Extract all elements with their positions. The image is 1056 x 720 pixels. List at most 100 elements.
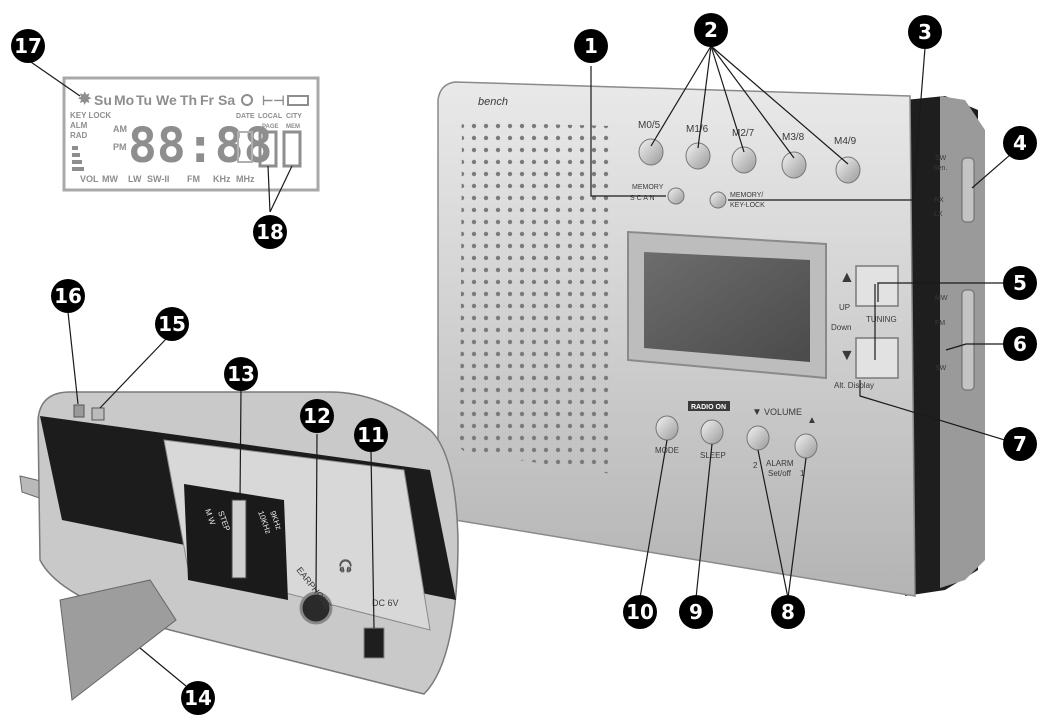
tuning-up-button[interactable] bbox=[855, 265, 899, 307]
lcd-bed-icon: ⊢⊣ bbox=[262, 93, 285, 108]
callout-9: 9 bbox=[689, 600, 703, 624]
band-selector-switch[interactable] bbox=[961, 289, 975, 391]
alarm-label: Set/off bbox=[768, 469, 792, 478]
memory-button-m2[interactable] bbox=[731, 146, 757, 174]
side-indicator-15 bbox=[91, 407, 105, 421]
display-screen bbox=[644, 252, 810, 362]
memory-button-m4[interactable] bbox=[835, 156, 861, 184]
tuning-up-arrow-icon: ▲ bbox=[839, 269, 855, 286]
earphone-jack[interactable] bbox=[299, 591, 333, 625]
lcd-vol-bar bbox=[72, 167, 84, 171]
mode-label: MODE bbox=[655, 446, 679, 455]
lcd-vol-bar bbox=[72, 153, 80, 157]
dc-power-jack[interactable] bbox=[363, 627, 385, 659]
band-step-switch[interactable] bbox=[231, 499, 247, 579]
kickstand[interactable] bbox=[59, 579, 177, 701]
callout-6: 6 bbox=[1013, 332, 1027, 356]
side-led-16 bbox=[73, 404, 85, 418]
side-panel bbox=[163, 439, 431, 631]
tuning-down-label: Down bbox=[831, 323, 851, 332]
band-label-sw: SW bbox=[935, 365, 947, 372]
memory-button-m0[interactable] bbox=[638, 138, 664, 166]
alt-display-label: Alt. Display bbox=[834, 381, 874, 390]
memory-button-label: M0/5 bbox=[638, 120, 661, 131]
band-label-mw: MW bbox=[935, 295, 948, 302]
sensitivity-switch[interactable] bbox=[961, 157, 975, 223]
callout-2: 2 bbox=[704, 18, 718, 42]
memory-button-label: M1/6 bbox=[686, 124, 709, 135]
mode-button[interactable] bbox=[655, 415, 679, 441]
callout-12: 12 bbox=[303, 404, 331, 428]
memory-scan-label: MEMORY bbox=[632, 184, 664, 191]
callout-1: 1 bbox=[584, 34, 598, 58]
lcd-page: PAGE bbox=[262, 124, 279, 130]
lcd-fm: FM bbox=[187, 174, 200, 184]
lcd-frame bbox=[62, 76, 320, 192]
memory-keylock-label: KEY-LOCK bbox=[730, 202, 765, 209]
alarm-num-2: 2 bbox=[753, 461, 758, 470]
lcd-time-digits: 88:88 bbox=[128, 118, 273, 174]
dc-label: DC 6V bbox=[372, 598, 399, 608]
tuning-down-button[interactable] bbox=[855, 337, 899, 379]
memory-button-label: M2/7 bbox=[732, 128, 755, 139]
memory-button-m3[interactable] bbox=[781, 151, 807, 179]
lcd-vol-bar bbox=[72, 160, 82, 164]
speaker-grille bbox=[460, 122, 612, 474]
memory-keylock-button[interactable] bbox=[709, 191, 727, 209]
callout-5: 5 bbox=[1013, 271, 1027, 295]
sleep-button[interactable] bbox=[700, 419, 724, 445]
callout-10: 10 bbox=[626, 600, 654, 624]
memory-scan-button[interactable] bbox=[667, 187, 685, 205]
lcd-day-th: Th bbox=[180, 92, 197, 108]
tuning-down-arrow-icon: ▼ bbox=[839, 347, 855, 364]
memory-keylock-label: MEMORY/ bbox=[730, 192, 763, 199]
lcd-diagram: ✸ Su Mo Tu We Th Fr Sa ⊢⊣ KEY LOCK ALM R… bbox=[62, 76, 320, 192]
lcd-am: AM bbox=[113, 124, 127, 134]
callout-7: 7 bbox=[1013, 432, 1027, 456]
lx-label: LX bbox=[934, 211, 943, 218]
lcd-clock-icon bbox=[241, 94, 253, 106]
lcd-battery-icon bbox=[287, 95, 309, 106]
radio-front-view: bench M0/5 M1/6 M2/7 M3/8 M4/9 MEMORY S … bbox=[437, 81, 985, 597]
callout-13: 13 bbox=[227, 362, 255, 386]
radio-side-view: M W STEP 10KHz 9KHz 🎧 EARPHONE DC 6V bbox=[19, 391, 459, 701]
lcd-alm: ALM bbox=[70, 121, 88, 130]
alarm-num-1: 1 bbox=[800, 469, 805, 478]
lcd-local: LOCAL bbox=[258, 113, 283, 120]
band-label-fm: FM bbox=[935, 320, 945, 327]
lcd-day-sa: Sa bbox=[218, 92, 235, 108]
volume-up-arrow-icon: ▲ bbox=[807, 415, 817, 426]
callout-15: 15 bbox=[158, 312, 186, 336]
brand-logo: bench bbox=[478, 96, 508, 108]
volume-label: VOLUME bbox=[764, 407, 802, 417]
lcd-day-fr: Fr bbox=[200, 92, 215, 108]
lcd-mem: MEM bbox=[286, 124, 300, 130]
tuning-up-label: UP bbox=[839, 303, 850, 312]
radio-on-badge bbox=[688, 401, 730, 411]
lcd-vol-bar bbox=[72, 146, 78, 150]
callout-11: 11 bbox=[357, 423, 385, 447]
alarm-label: ALARM bbox=[766, 459, 794, 468]
lcd-mw: MW bbox=[102, 174, 118, 184]
tuning-label: TUNING bbox=[866, 315, 897, 324]
lcd-mhz: MHz bbox=[236, 174, 255, 184]
volume-up-button[interactable] bbox=[794, 433, 818, 459]
sleep-label: SLEEP bbox=[700, 451, 726, 460]
lcd-key-lock: KEY LOCK bbox=[70, 111, 111, 120]
lcd-day-su: Su bbox=[94, 92, 112, 108]
sensitivity-label: Sen. bbox=[933, 165, 947, 172]
lcd-lw: LW bbox=[128, 174, 142, 184]
lcd-city: CITY bbox=[286, 113, 302, 120]
volume-down-button[interactable] bbox=[746, 425, 770, 451]
memory-button-m1[interactable] bbox=[685, 142, 711, 170]
headphone-icon: 🎧 bbox=[338, 559, 353, 573]
lcd-rad: RAD bbox=[70, 131, 88, 140]
rx-label: RX bbox=[934, 197, 944, 204]
memory-button-label: M4/9 bbox=[834, 136, 857, 147]
memory-buttons: M0/5 M1/6 M2/7 M3/8 M4/9 bbox=[638, 120, 861, 184]
radio-on-label: RADIO ON bbox=[691, 404, 726, 411]
lcd-day-we: We bbox=[156, 92, 177, 108]
callout-14: 14 bbox=[184, 686, 212, 710]
lcd-alarm-icon: ✸ bbox=[77, 91, 92, 108]
